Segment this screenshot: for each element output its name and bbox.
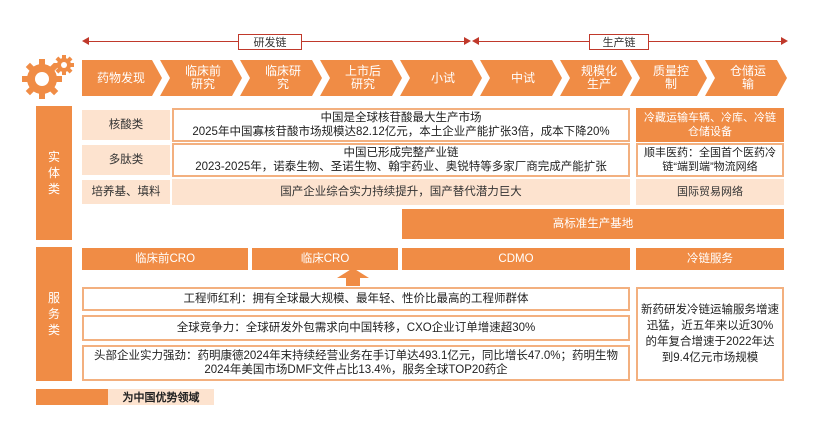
stage-post-market: 上市后 研究 — [344, 64, 381, 91]
production-base: 高标准生产基地 — [402, 209, 784, 239]
stage-pilot: 中试 — [510, 70, 535, 85]
legend-label: 为中国优势领域 — [108, 389, 214, 405]
legend-swatch — [36, 389, 108, 405]
row-main-media: 国产企业综合实力持续提升，国产替代潜力巨大 — [172, 179, 630, 205]
row-right-media: 国际贸易网络 — [636, 179, 784, 205]
service-cdmo: CDMO — [402, 248, 630, 270]
stage-lab-scale: 小试 — [430, 70, 455, 85]
stage-preclinical: 临床前 研究 — [184, 64, 221, 91]
prod-chain-label: 生产链 — [589, 34, 649, 50]
stage-storage-transport: 仓储运 输 — [729, 64, 766, 91]
cold-chain-note: 新药研发冷链运输服务增速 迅猛，近五年来以近30% 的年复合增速于2022年达 … — [636, 287, 784, 381]
row-main-nucleic: 中国是全球核苷酸最大生产市场 2025年中国寡核苷酸市场规模达82.12亿元，本… — [172, 108, 630, 142]
stage-qc: 质量控 制 — [652, 64, 689, 91]
service-clinical-cro: 临床CRO — [252, 248, 398, 270]
up-arrow-icon — [335, 268, 371, 286]
service-cold-chain: 冷链服务 — [636, 248, 784, 270]
service-row-engineer: 工程师红利：拥有全球最大规模、最年轻、性价比最高的工程师群体 — [82, 287, 630, 311]
service-row-leaders: 头部企业实力强劲：药明康德2024年末持续经营业务在手订单达493.1亿元，同比… — [82, 345, 630, 381]
stage-scale-up: 规模化 生产 — [580, 64, 617, 91]
row-label-media: 培养基、填料 — [82, 180, 170, 204]
row-label-peptide: 多肽类 — [82, 145, 170, 175]
stage-bar: 药物发现 临床前 研究 临床研 究 上市后 研究 小试 中试 规模化 生产 质量… — [82, 60, 787, 96]
row-main-peptide: 中国已形成完整产业链 2023-2025年，诺泰生物、圣诺生物、翰宇药业、奥锐特… — [172, 143, 630, 177]
stage-drug-discovery: 药物发现 — [96, 70, 145, 85]
section-service: 服 务 类 — [36, 247, 72, 381]
row-right-peptide: 顺丰医药：全国首个医药冷 链“端到端”物流网络 — [636, 143, 784, 177]
row-right-nucleic: 冷藏运输车辆、冷库、冷链 仓储设备 — [636, 108, 784, 142]
gear-icon — [22, 53, 78, 101]
rd-chain-label: 研发链 — [238, 34, 302, 50]
row-label-nucleic: 核酸类 — [82, 110, 170, 140]
section-entity: 实 体 类 — [36, 106, 72, 240]
stage-clinical: 临床研 究 — [264, 64, 301, 91]
service-preclinical-cro: 临床前CRO — [82, 248, 248, 270]
service-row-competitiveness: 全球竞争力：全球研发外包需求向中国转移，CXO企业订单增速超30% — [82, 315, 630, 341]
